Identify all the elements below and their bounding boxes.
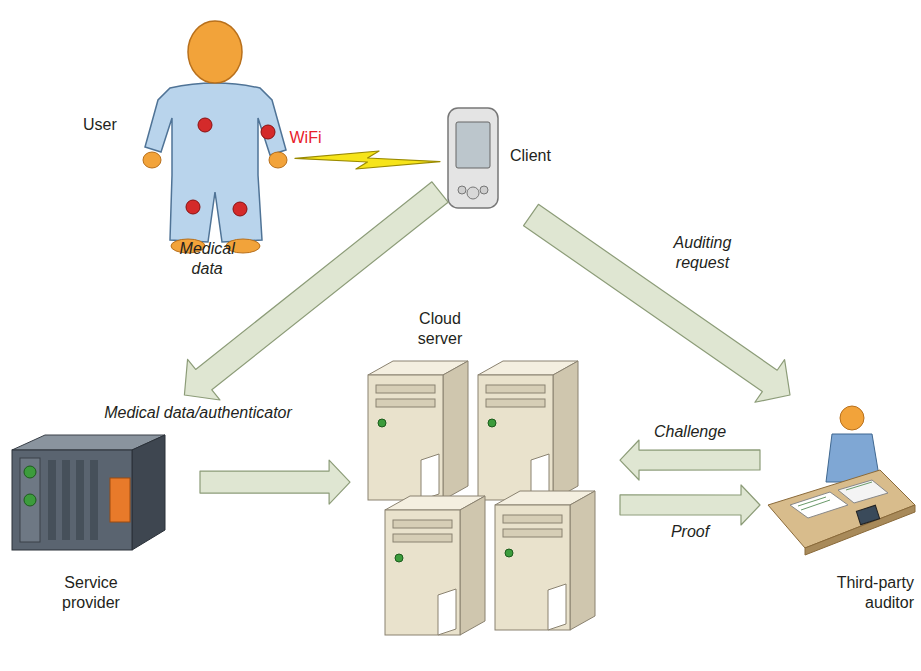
- edge-label: Proof: [671, 522, 709, 542]
- illustrated-node: Cloud server: [350, 305, 620, 655]
- wireless-link: [295, 151, 440, 169]
- edge-label: Auditing request: [667, 233, 739, 273]
- node-label: Cloud server: [405, 309, 475, 349]
- server-tower: [368, 361, 468, 500]
- server-tower: [495, 491, 595, 630]
- flow-arrow: [200, 460, 350, 504]
- flow-arrow: [620, 440, 760, 480]
- edge-label: WiFi: [290, 128, 322, 148]
- node-label: User: [83, 115, 143, 135]
- auditor-at-desk: [768, 406, 915, 555]
- illustrated-node: Service provider: [5, 395, 200, 615]
- flow-arrow: [184, 182, 448, 400]
- edge-label: Challenge: [654, 422, 726, 442]
- illustrated-node: Third-party auditor: [760, 395, 918, 615]
- server-tower: [385, 496, 485, 635]
- server-tower: [478, 361, 578, 500]
- node-label: Service provider: [50, 573, 132, 613]
- flow-arrow: [620, 485, 760, 525]
- edge-label: Medical data: [175, 239, 239, 279]
- user-figure: [143, 21, 287, 253]
- illustrated-node: Client: [440, 100, 570, 215]
- handheld-device: [448, 108, 498, 208]
- server-towers: [368, 361, 595, 635]
- illustrated-node: User: [75, 15, 295, 255]
- rack-server: [12, 435, 165, 550]
- node-label: Client: [510, 146, 566, 166]
- node-label: Third-party auditor: [814, 573, 914, 613]
- flow-arrow: [524, 204, 790, 402]
- flow-note: Medical data/authenticator: [104, 403, 292, 423]
